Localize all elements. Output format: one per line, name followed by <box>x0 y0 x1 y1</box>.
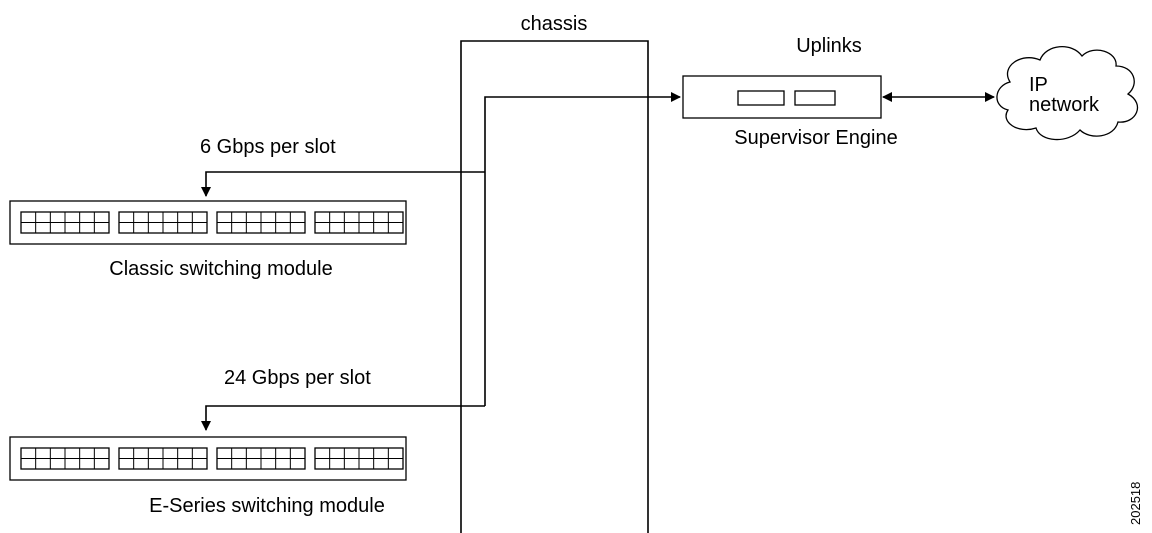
classic-bandwidth-label: 6 Gbps per slot <box>200 136 336 158</box>
figure-id: 202518 <box>1128 482 1143 525</box>
ip-network-cloud <box>996 46 1139 141</box>
backplane-uplink-connector <box>484 92 681 406</box>
supervisor-engine-label: Supervisor Engine <box>734 127 897 149</box>
uplinks-label: Uplinks <box>796 35 862 57</box>
eseries-port-groups <box>20 447 404 470</box>
eseries-bandwidth-label: 24 Gbps per slot <box>224 367 371 389</box>
ip-network-label-line2: network <box>1029 94 1100 116</box>
eseries-module-connector <box>201 405 485 431</box>
eseries-module-label: E-Series switching module <box>149 495 385 517</box>
chassis-outline <box>460 40 649 533</box>
classic-module-label: Classic switching module <box>109 258 332 280</box>
uplink-port-2 <box>794 90 836 106</box>
classic-port-groups <box>20 211 404 234</box>
ip-network-label-line1: IP <box>1029 74 1048 96</box>
classic-module-connector <box>201 171 485 197</box>
uplink-port-1 <box>737 90 785 106</box>
chassis-label: chassis <box>521 13 588 35</box>
